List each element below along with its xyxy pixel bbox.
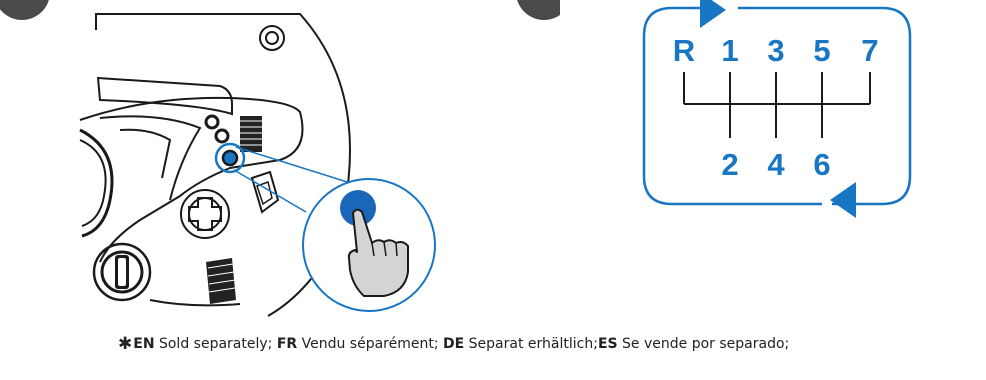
arrow-right-icon bbox=[700, 0, 726, 28]
gear-label-7: 7 bbox=[861, 33, 878, 68]
gear-label-5: 5 bbox=[813, 33, 830, 68]
wheel-illustration bbox=[0, 0, 560, 320]
rocker-switch bbox=[252, 172, 278, 212]
dpad bbox=[181, 190, 229, 238]
gear-shift-diagram: R 1 3 5 7 2 4 6 bbox=[600, 0, 930, 220]
lang-text-es: Se vende por separado; bbox=[622, 336, 789, 352]
lang-code-de: DE bbox=[443, 336, 464, 352]
button-small-2 bbox=[216, 130, 228, 142]
mount-screw bbox=[260, 26, 284, 50]
step-marker-2 bbox=[516, 0, 560, 20]
arrow-left-icon bbox=[830, 182, 856, 218]
gear-label-r: R bbox=[673, 33, 695, 68]
shift-gate bbox=[684, 72, 870, 138]
lang-code-es: ES bbox=[598, 336, 618, 352]
lang-text-fr: Vendu séparément; bbox=[302, 336, 439, 352]
asterisk-icon: ✱ bbox=[118, 334, 132, 354]
lang-text-de: Separat erhältlich; bbox=[469, 336, 598, 352]
lang-code-en: EN bbox=[133, 336, 154, 352]
gear-label-3: 3 bbox=[767, 33, 784, 68]
button-small-1 bbox=[206, 116, 218, 128]
lang-text-en: Sold separately; bbox=[159, 336, 272, 352]
rotary-selector-knob bbox=[94, 244, 150, 300]
footnote: ✱EN Sold separately; FR Vendu séparément… bbox=[118, 334, 878, 354]
shift-button bbox=[223, 151, 237, 165]
lang-code-fr: FR bbox=[277, 336, 297, 352]
step-marker-1 bbox=[0, 0, 50, 20]
gear-label-4: 4 bbox=[767, 147, 785, 182]
gear-label-1: 1 bbox=[721, 33, 738, 68]
rotary-encoder-upper bbox=[240, 116, 262, 152]
rotary-encoder-lower bbox=[206, 258, 236, 304]
gear-label-6: 6 bbox=[813, 147, 830, 182]
gear-label-2: 2 bbox=[721, 147, 738, 182]
